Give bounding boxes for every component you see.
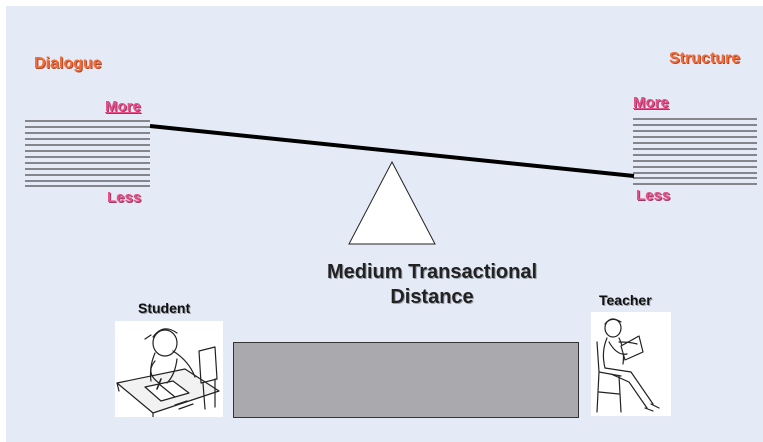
dialogue-title: Dialogue <box>34 55 102 72</box>
balance-beam <box>149 124 635 178</box>
dialogue-more-label: More <box>105 98 141 115</box>
structure-less-label: Less <box>636 187 671 204</box>
structure-line-stack <box>633 118 757 185</box>
student-label: Student <box>138 300 191 316</box>
student-illustration <box>115 321 223 417</box>
center-title: Medium Transactional Distance <box>262 260 602 310</box>
dialogue-less-label: Less <box>107 189 142 206</box>
structure-more-label: More <box>633 94 669 111</box>
dialogue-line-stack <box>25 120 150 187</box>
teacher-label: Teacher <box>599 292 652 308</box>
center-title-line1: Medium Transactional <box>326 261 538 283</box>
fulcrum-triangle <box>348 160 436 245</box>
center-gray-box <box>233 342 579 418</box>
teacher-illustration <box>591 312 671 416</box>
structure-title: Structure <box>669 50 741 67</box>
center-title-line2: Distance <box>390 286 474 308</box>
